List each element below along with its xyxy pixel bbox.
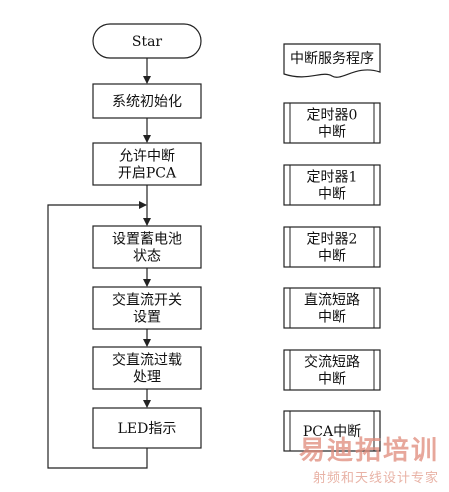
main-flow: Star系统初始化允许中断开启PCA设置蓄电池状态交直流开关设置交直流过载处理L…: [92, 23, 202, 449]
flow-node-init: 系统初始化: [92, 83, 202, 119]
predefined-process-box: [283, 102, 381, 144]
predefined-process-box: [283, 226, 381, 268]
flow-node-acdc-switch-line-1: 交直流开关: [112, 292, 182, 309]
predefined-process-box: [283, 287, 381, 329]
isr-column: 中断服务程序定时器0中断定时器1中断定时器2中断直流短路中断交流短路中断PCA中…: [283, 43, 381, 452]
watermark-tagline: 射频和天线设计专家: [312, 471, 439, 486]
flow-node-start: Star: [92, 23, 202, 59]
process-box: [92, 142, 202, 186]
flow-node-battery-line-2: 状态: [133, 249, 161, 265]
predefined-process-box: [283, 349, 381, 391]
isr-node-pca-line-1: PCA中断: [303, 424, 361, 440]
predefined-process-box: [283, 410, 381, 452]
isr-node-ac-short-line-1: 交流短路: [304, 354, 360, 371]
flow-node-led-line-1: LED指示: [118, 421, 177, 437]
isr-node-timer2-line-1: 定时器2: [307, 232, 358, 248]
process-box: [92, 346, 202, 390]
process-box: [92, 407, 202, 449]
isr-node-dc-short-line-1: 直流短路: [304, 292, 360, 309]
isr-node-timer1-line-1: 定时器1: [307, 170, 358, 186]
isr-node-ac-short-line-2: 中断: [318, 372, 346, 388]
process-box: [92, 286, 202, 330]
isr-node-timer0-line-2: 中断: [318, 125, 346, 141]
flow-node-enable-line-2: 开启PCA: [118, 166, 177, 182]
flow-node-led: LED指示: [92, 407, 202, 449]
process-box: [92, 83, 202, 119]
predefined-process-box: [283, 164, 381, 206]
flow-node-init-line-1: 系统初始化: [112, 93, 182, 110]
process-box: [92, 225, 202, 269]
isr-title-document: 中断服务程序: [283, 43, 381, 78]
isr-node-timer2-line-2: 中断: [318, 249, 346, 265]
isr-node-pca: PCA中断: [283, 410, 381, 452]
isr-title: 中断服务程序: [290, 51, 374, 67]
flow-node-acdc-switch-line-2: 设置: [133, 310, 161, 326]
loop-back-arrow: [47, 201, 148, 469]
document-shape: [283, 43, 381, 78]
flow-node-battery-line-1: 设置蓄电池: [112, 232, 182, 248]
isr-node-dc-short-line-2: 中断: [318, 310, 346, 326]
flow-node-start-line-1: Star: [132, 34, 163, 50]
watermark: 易迪拓培训 射频和天线设计专家: [299, 430, 439, 486]
watermark-logo-text: 易迪拓培训: [298, 436, 439, 466]
isr-node-timer0-line-1: 定时器0: [307, 108, 358, 124]
flow-node-acdc-overload-line-1: 交直流过载: [112, 352, 182, 369]
isr-node-timer1-line-2: 中断: [318, 187, 346, 203]
flow-node-acdc-overload-line-2: 处理: [133, 370, 161, 386]
flow-node-enable-line-1: 允许中断: [119, 149, 175, 165]
flow-connectors: [47, 58, 151, 469]
terminal-shape: [92, 23, 202, 59]
